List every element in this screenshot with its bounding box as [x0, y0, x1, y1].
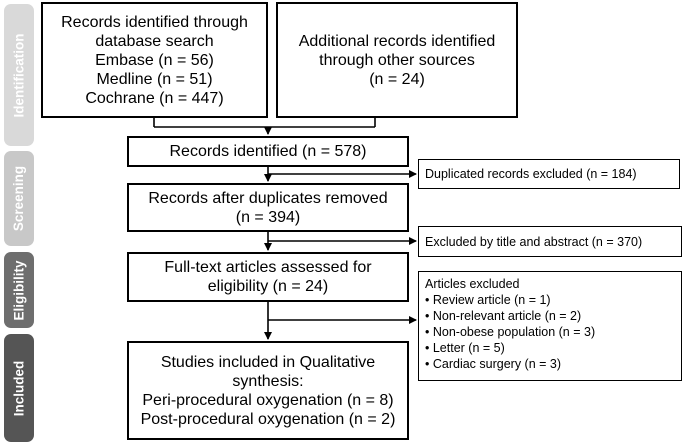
- title-abstract-excluded-box: Excluded by title and abstract (n = 370): [418, 226, 682, 257]
- full-text-box: Full-text articles assessed for eligibil…: [127, 252, 409, 302]
- list-item: • Non-obese population (n = 3): [425, 325, 596, 339]
- box-line: synthesis:: [232, 372, 304, 390]
- box-line: Records after duplicates removed: [148, 189, 388, 207]
- box-line: Additional records identified: [298, 32, 496, 50]
- box-line: Embase (n = 56): [95, 51, 214, 69]
- list-item: • Review article (n = 1): [425, 293, 551, 307]
- list-item: • Cardiac surgery (n = 3): [425, 357, 562, 371]
- box-line: Peri-procedural oxygenation (n = 8): [142, 391, 394, 409]
- box-line: Cochrane (n = 447): [85, 89, 224, 107]
- exclusion-text: Excluded by title and abstract (n = 370): [425, 234, 643, 249]
- box-line: Records identified through: [61, 13, 248, 31]
- box-line: eligibility (n = 24): [207, 278, 329, 295]
- records-identified-box: Records identified (n = 578): [127, 136, 409, 167]
- other-sources-box: Additional records identified through ot…: [276, 2, 518, 118]
- box-line: (n = 24): [369, 70, 425, 88]
- list-title: Articles excluded: [425, 277, 520, 291]
- stage-included: Included: [4, 334, 34, 442]
- exclusion-text: Duplicated records excluded (n = 184): [425, 167, 637, 181]
- stage-identification: Identification: [4, 4, 34, 146]
- box-line: through other sources: [319, 51, 475, 69]
- box-line: Studies included in Qualitative: [160, 353, 376, 371]
- articles-excluded-box: Articles excluded • Review article (n = …: [418, 271, 682, 381]
- list-item: • Letter (n = 5): [425, 341, 505, 355]
- box-line: Post-procedural oxygenation (n = 2): [140, 410, 396, 428]
- box-line: (n = 394): [235, 208, 301, 226]
- after-duplicates-box: Records after duplicates removed (n = 39…: [127, 183, 409, 232]
- studies-included-box: Studies included in Qualitative synthesi…: [127, 341, 409, 440]
- box-line: database search: [95, 32, 214, 50]
- box-line: Medline (n = 51): [96, 70, 213, 88]
- list-item: • Non-relevant article (n = 2): [425, 309, 582, 323]
- stage-screening: Screening: [4, 151, 34, 246]
- box-line: Records identified (n = 578): [169, 143, 367, 160]
- box-line: Full-text articles assessed for: [164, 259, 372, 276]
- stage-eligibility: Eligibility: [4, 252, 34, 328]
- database-search-box: Records identified through database sear…: [41, 2, 268, 118]
- duplicates-excluded-box: Duplicated records excluded (n = 184): [418, 159, 680, 189]
